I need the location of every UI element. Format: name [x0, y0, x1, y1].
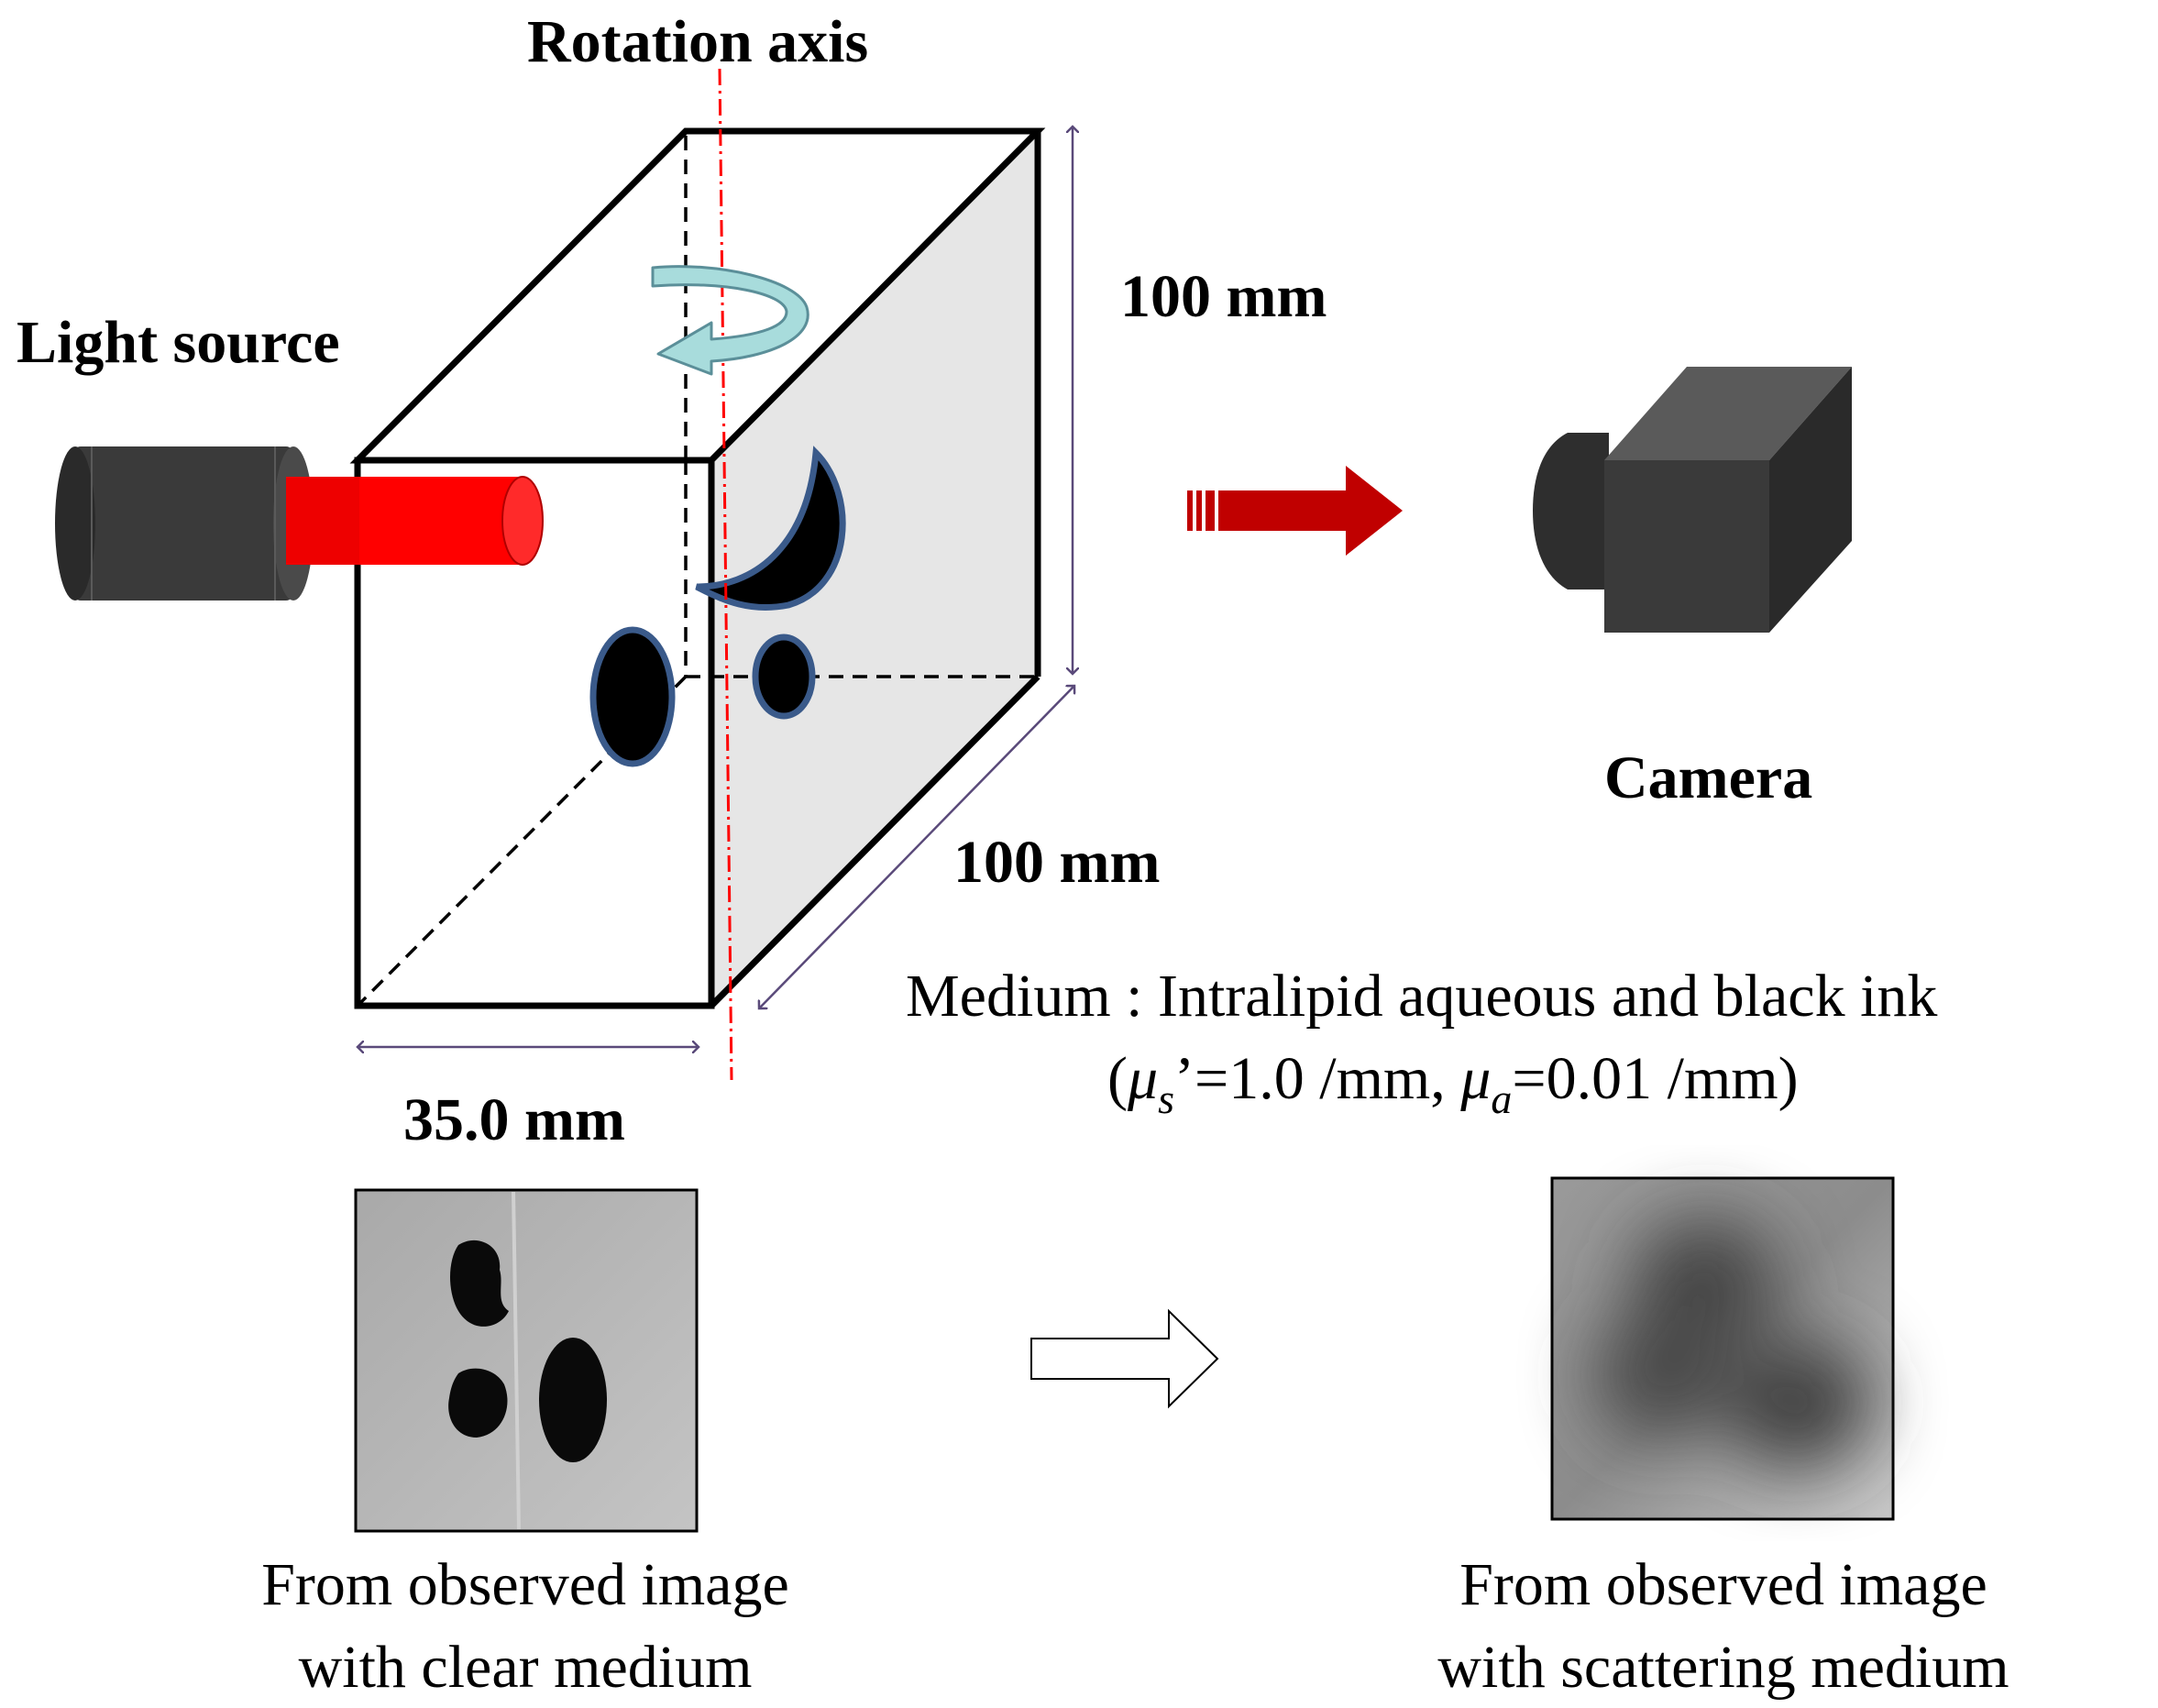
medium-optical-properties: (μs’=1.0 /mm, μa=0.01 /mm) [1107, 1045, 1799, 1122]
caption-right-line1: From observed image [1459, 1551, 1987, 1618]
caption-right-line2: with scattering medium [1437, 1634, 2009, 1701]
oval-object [589, 626, 676, 767]
scattering-medium-image [1550, 1176, 1895, 1521]
depth-dimension-label: 100 mm [953, 829, 1160, 896]
right-arrow-icon [1187, 466, 1403, 556]
caption-left-line2: with clear medium [299, 1634, 753, 1701]
light-source-label: Light source [17, 309, 340, 376]
caption-left-line1: From observed image [261, 1551, 789, 1618]
paren-open: ( [1107, 1045, 1128, 1112]
clear-medium-image [354, 1188, 699, 1533]
camera-label: Camera [1604, 744, 1812, 811]
round-object [752, 634, 816, 720]
phantom-box [349, 127, 1046, 1009]
mu-a-subscript: a [1491, 1075, 1512, 1122]
height-dimension-label: 100 mm [1120, 263, 1327, 330]
crescent-object [695, 446, 846, 611]
rotation-axis-label: Rotation axis [527, 8, 868, 75]
dimension-lines [358, 127, 1074, 1047]
medium-description: Medium : Intralipid aqueous and black in… [906, 963, 1937, 1030]
mu-s-value: ’=1.0 /mm, [1174, 1045, 1460, 1112]
mu-a-symbol: μ [1459, 1045, 1491, 1112]
mu-s-symbol: μ [1127, 1045, 1158, 1112]
box-camera-icon [1533, 367, 1852, 633]
outline-arrow-icon [1030, 1308, 1219, 1409]
width-dimension-label: 35.0 mm [403, 1086, 625, 1153]
curved-rotation-arrow-icon [651, 265, 809, 376]
cylinder-light-icon [55, 446, 544, 601]
depth-dimension [759, 686, 1074, 1008]
mu-a-value: =0.01 /mm) [1512, 1045, 1798, 1112]
mu-s-subscript: s [1158, 1075, 1174, 1122]
